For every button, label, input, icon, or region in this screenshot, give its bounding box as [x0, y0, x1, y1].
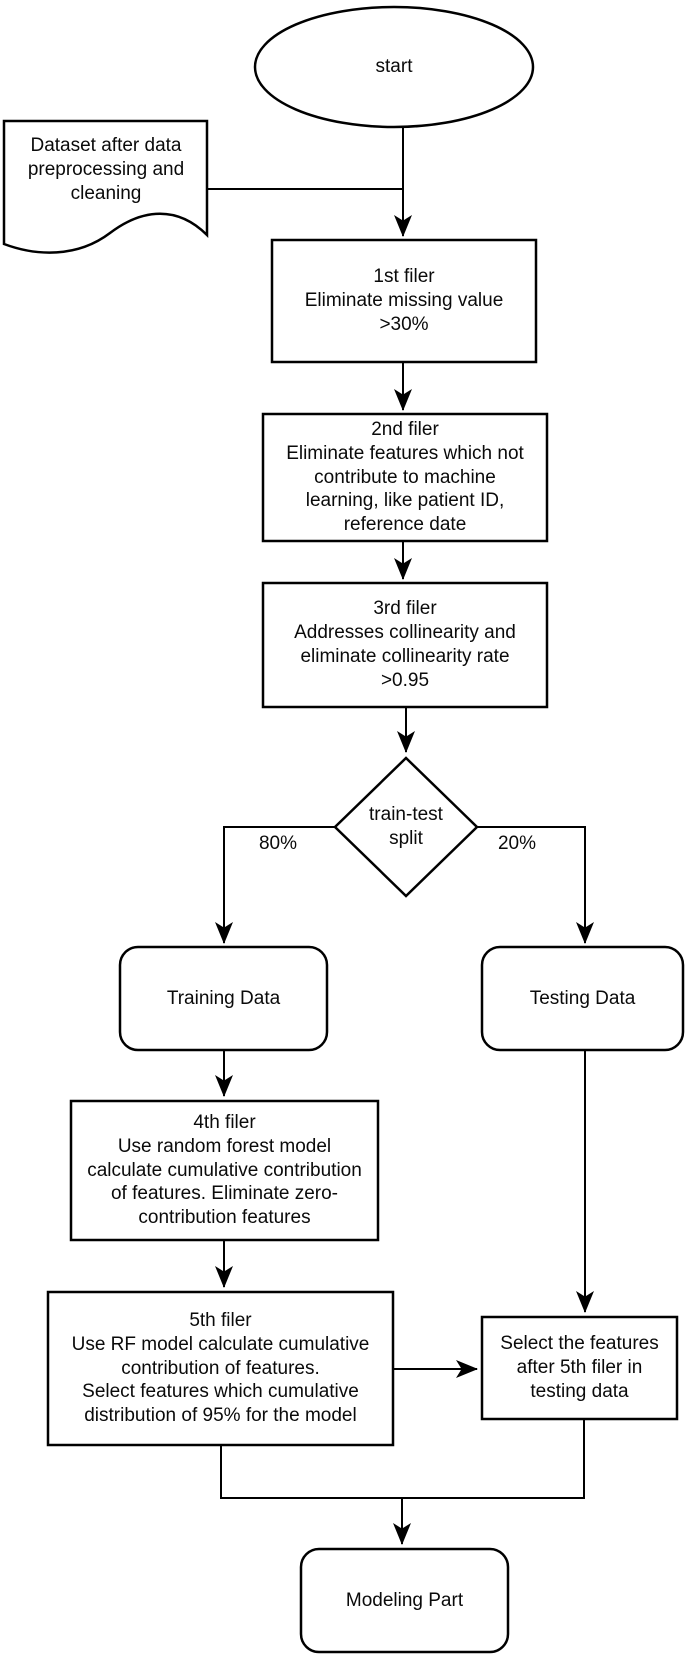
- filter1-node-label: 1st filer Eliminate missing value >30%: [304, 266, 504, 335]
- modeling-rounded-rect: [299, 1547, 510, 1654]
- arrow-split-to-testing: [477, 826, 594, 944]
- testing-node-label: Testing Data: [529, 987, 636, 1009]
- testing-rounded-rect: [480, 945, 685, 1052]
- training-node-label: Training Data: [166, 987, 281, 1009]
- filter4-node-label: 4th filer Use random forest model calcul…: [87, 1111, 362, 1229]
- split-train-percent-label: 80%: [258, 832, 298, 854]
- dataset-document-shape: [2, 119, 209, 254]
- split-test-percent-label: 20%: [497, 832, 537, 854]
- select-features-node-label: Select the features after 5th filer in t…: [500, 1333, 659, 1402]
- filter5-node-label: 5th filer Use RF model calculate cumulat…: [71, 1309, 370, 1427]
- filter1-rect: [270, 238, 538, 364]
- filter3-rect: [261, 581, 549, 709]
- split-diamond: [333, 756, 479, 898]
- filter4-rect: [69, 1099, 380, 1242]
- filter3-node-label: 3rd filer Addresses collinearity and eli…: [294, 598, 516, 691]
- split-node-label: train-test split: [369, 804, 443, 849]
- start-ellipse: [253, 5, 535, 129]
- training-rounded-rect: [118, 945, 329, 1052]
- filter2-node-label: 2nd filer Eliminate features which not c…: [286, 418, 524, 536]
- filter5-rect: [46, 1290, 395, 1447]
- arrow-split-to-training: [215, 826, 335, 944]
- dataset-node-label: Dataset after data preprocessing and cle…: [27, 135, 185, 204]
- filter2-rect: [261, 412, 549, 543]
- select-features-rect: [480, 1315, 679, 1421]
- modeling-node-label: Modeling Part: [345, 1589, 464, 1611]
- start-node-label: start: [375, 56, 413, 78]
